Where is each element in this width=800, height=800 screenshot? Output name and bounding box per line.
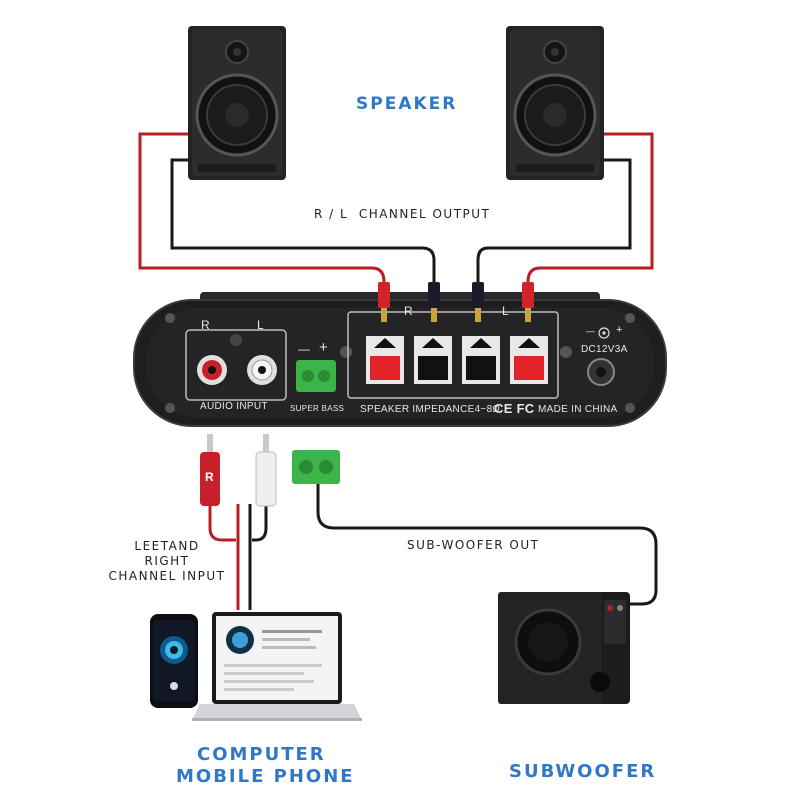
- speaker-output-box: [347, 311, 559, 399]
- dc-polarity-icon: [598, 327, 610, 339]
- amplifier: [133, 292, 667, 427]
- rca-jack-left[interactable]: [247, 355, 277, 385]
- channel-output-label: R / L CHANNEL OUTPUT: [314, 207, 491, 221]
- impedance-label: SPEAKER IMPEDANCE4~8Ω: [360, 404, 501, 415]
- super-bass-terminal[interactable]: [296, 360, 336, 392]
- audio-input-label: AUDIO INPUT: [200, 401, 268, 412]
- right-speaker-black-wire: [476, 158, 632, 292]
- computer-label: COMPUTER: [197, 744, 326, 765]
- super-bass-minus: —: [298, 342, 311, 356]
- output-l-label: L: [502, 304, 509, 318]
- banana-plug-black-left: [472, 282, 484, 322]
- subwoofer-wire: [316, 484, 658, 606]
- audio-r-label: R: [201, 318, 210, 332]
- subwoofer-label: SUBWOOFER: [509, 761, 657, 782]
- subwoofer-out-label: SUB-WOOFER OUT: [407, 538, 540, 552]
- rca-plug-letter: R: [205, 470, 214, 484]
- left-speaker-black-wire: [170, 158, 436, 292]
- speaker-terminal-r-plus[interactable]: [366, 336, 404, 384]
- made-in-label: MADE IN CHINA: [538, 404, 618, 415]
- right-speaker: [506, 26, 604, 180]
- dc-minus: —: [586, 326, 596, 336]
- banana-plug-red-right: [378, 282, 390, 322]
- play-icon: [170, 682, 178, 690]
- left-right-input-label: LEETAND RIGHT CHANNEL INPUT: [108, 539, 226, 584]
- left-right-input-line-1: LEETAND: [134, 539, 200, 553]
- banana-plug-red-left: [522, 282, 534, 322]
- dc-label: DC12V3A: [581, 344, 628, 355]
- rca-plug-white: [255, 434, 277, 507]
- audio-input-box: [185, 329, 287, 401]
- rca-jack-right[interactable]: [197, 355, 227, 385]
- speaker-terminal-r-minus[interactable]: [414, 336, 452, 384]
- dc-plus: +: [616, 324, 623, 336]
- ce-fc-mark: CE FC: [494, 401, 535, 416]
- super-bass-plus: +: [319, 339, 329, 356]
- speaker-terminal-l-minus[interactable]: [462, 336, 500, 384]
- rca-input-wires: [208, 504, 268, 610]
- banana-plugs: [378, 282, 534, 322]
- left-right-input-line-3: CHANNEL INPUT: [108, 569, 226, 583]
- dc-power-jack[interactable]: [587, 358, 615, 386]
- audio-l-label: L: [257, 318, 264, 332]
- left-speaker: [188, 26, 286, 180]
- speaker-wires: [138, 132, 654, 292]
- output-r-label: R: [404, 304, 413, 318]
- speaker-terminal-l-plus[interactable]: [510, 336, 548, 384]
- subwoofer-green-connector: [292, 450, 340, 484]
- rca-plug-red: [200, 434, 220, 506]
- banana-plug-black-right: [428, 282, 440, 322]
- speaker-label: SPEAKER: [356, 94, 458, 114]
- subwoofer-unit: [498, 592, 630, 704]
- mobile-phone-label: MOBILE PHONE: [176, 766, 355, 787]
- left-right-input-line-2: RIGHT: [144, 554, 190, 568]
- right-speaker-red-wire: [526, 132, 654, 292]
- mobile-phone: [150, 614, 198, 708]
- left-speaker-red-wire: [138, 132, 386, 292]
- laptop: [192, 612, 362, 721]
- super-bass-label: SUPER BASS: [290, 404, 345, 413]
